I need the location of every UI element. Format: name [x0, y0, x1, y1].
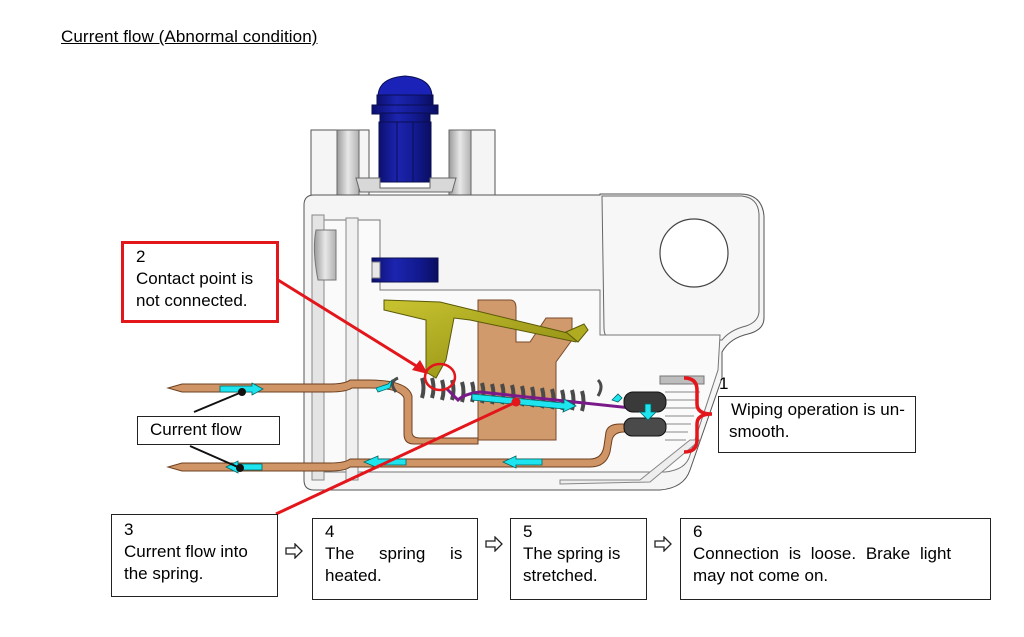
callout-number: 2 [136, 247, 146, 266]
upper-terminal [166, 379, 479, 445]
callout-point2-leader [277, 278, 457, 392]
wiping-brace [683, 376, 713, 454]
spring-current-path [444, 386, 651, 412]
step-text-line1: The spring is [325, 544, 463, 563]
callout-text-line2: not connected. [136, 291, 248, 310]
contact-point-circle [423, 362, 457, 392]
leader-dot [236, 464, 244, 472]
flow-arrow-lower-left [225, 460, 263, 474]
step-text-line2: may not come on. [693, 566, 829, 585]
step-number: 3 [124, 520, 134, 539]
step-number: 5 [523, 522, 533, 541]
step-box-3: 3 Current flow into the spring. [111, 514, 278, 597]
flow-arrow-lower-mid [502, 455, 543, 469]
step-box-4: 4 The spring is heated. [312, 518, 478, 600]
flow-arrow-spring [471, 393, 577, 413]
step-box-5: 5 The spring is stretched. [510, 518, 647, 600]
step-text-line1: The spring is [523, 544, 621, 563]
step-text-line1: Connection is loose. Brake light [693, 544, 952, 563]
step-number: 4 [325, 522, 335, 541]
callout-box-point2: 2 Contact point is not connected. [121, 241, 279, 323]
callout-text: Wiping operation is un-smooth. [729, 400, 905, 441]
flow-arrow-roller [639, 403, 657, 421]
hollow-right-arrow-icon [285, 543, 303, 559]
step-number: 6 [693, 522, 703, 541]
hollow-right-arrow-icon [485, 536, 503, 552]
current-flow-label: Current flow [137, 416, 280, 445]
page-title: Current flow (Abnormal condition) [61, 27, 318, 46]
callout-box-point1: Wiping operation is un-smooth. [718, 396, 916, 453]
callout-text-line1: Contact point is [136, 269, 254, 288]
step-text-line1: Current flow into [124, 542, 248, 561]
current-flow-leaders [189, 391, 243, 469]
plunger [355, 75, 457, 283]
leader-dot [238, 388, 246, 396]
step-text-line2: stretched. [523, 566, 598, 585]
movable-contact [383, 299, 589, 379]
roller [623, 391, 667, 437]
step-text-line2: heated. [325, 566, 382, 585]
callout-point3-leader [275, 397, 521, 516]
step-box-6: 6 Connection is loose. Brake light may n… [680, 518, 991, 600]
step-text-line2: the spring. [124, 564, 204, 583]
callout-number-point1: 1 [719, 374, 729, 393]
mounting-hole [659, 218, 729, 288]
hollow-right-arrow-icon [654, 536, 672, 552]
